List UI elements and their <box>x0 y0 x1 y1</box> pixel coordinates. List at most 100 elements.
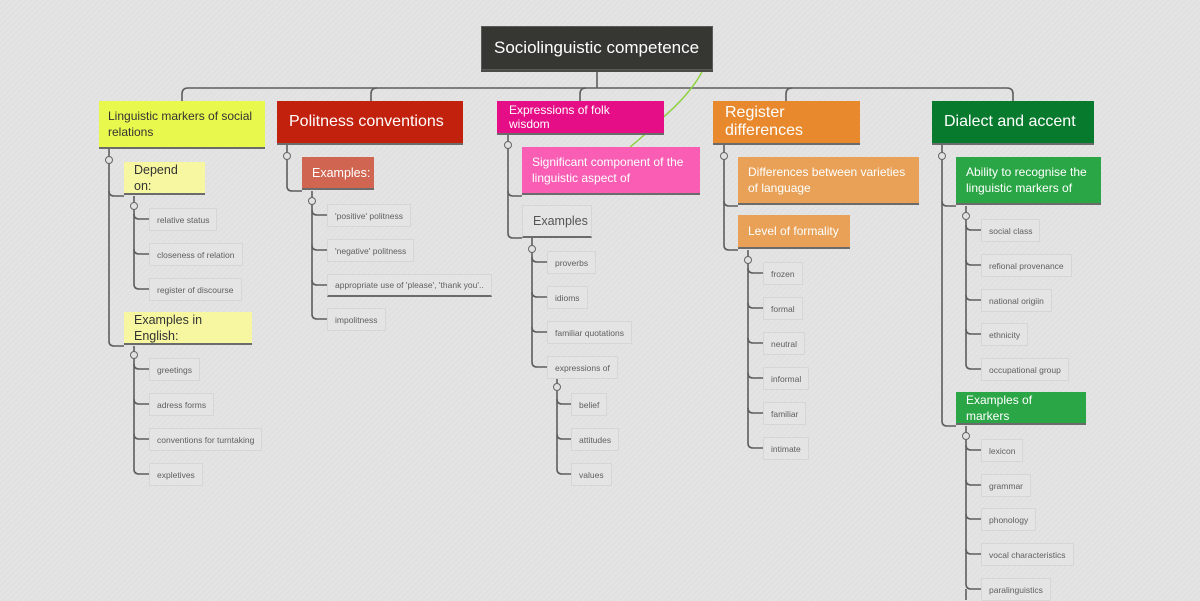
leaf-topic[interactable]: 'negative' politness <box>327 239 415 262</box>
subtopic-differences-varieties[interactable]: Differences between varieties of languag… <box>738 157 919 205</box>
collapse-toggle[interactable] <box>130 202 138 210</box>
topic-folk-wisdom[interactable]: Expressions of folk wisdom <box>497 101 664 135</box>
leaf-topic[interactable]: national origiin <box>981 289 1052 312</box>
leaf-topic[interactable]: informal <box>763 367 810 390</box>
leaf-topic[interactable]: vocal characteristics <box>981 543 1074 566</box>
subtopic-label: Level of formality <box>748 224 839 238</box>
subtopic-depend-on[interactable]: Depend on: <box>124 162 205 195</box>
leaf-label: familiar quotations <box>555 327 624 338</box>
leaf-topic[interactable]: neutral <box>763 332 805 355</box>
leaf-label: occupational group <box>989 364 1061 375</box>
topic-social-relations[interactable]: Linguistic markers of social relations <box>99 101 265 149</box>
topic-politeness-conventions[interactable]: Politness conventions <box>277 101 463 145</box>
leaf-label: expletives <box>157 469 195 480</box>
collapse-toggle[interactable] <box>283 152 291 160</box>
topic-label: Linguistic markers of social relations <box>108 109 253 139</box>
leaf-topic[interactable]: lexicon <box>981 439 1024 462</box>
leaf-topic[interactable]: social class <box>981 219 1041 242</box>
leaf-label: frozen <box>771 268 795 279</box>
leaf-topic[interactable]: expletives <box>149 463 203 486</box>
collapse-toggle[interactable] <box>130 351 138 359</box>
connector-tree <box>965 479 981 486</box>
leaf-topic[interactable]: paralinguistics <box>981 578 1051 601</box>
subtopic-ability-recognise[interactable]: Ability to recognise the linguistic mark… <box>956 157 1101 205</box>
leaf-topic[interactable]: occupational group <box>981 358 1069 381</box>
leaf-topic[interactable]: appropriate use of 'please', 'thank you'… <box>327 274 492 297</box>
leaf-topic[interactable]: intimate <box>763 437 809 460</box>
topic-dialect-accent[interactable]: Dialect and accent <box>932 101 1094 145</box>
connector-tree <box>941 200 956 207</box>
subtopic-significant-component[interactable]: Significant component of the linguistic … <box>522 147 700 195</box>
connector-tree <box>507 135 522 239</box>
root-topic[interactable]: Sociolinguistic competence <box>481 26 713 70</box>
connector-branch <box>785 87 793 101</box>
connector-tree <box>965 294 981 301</box>
connector-tree <box>108 190 124 197</box>
subtopic-examples-markers[interactable]: Examples of markers <box>956 392 1086 425</box>
leaf-topic[interactable]: belief <box>571 393 608 416</box>
collapse-toggle[interactable] <box>938 152 946 160</box>
leaf-label: refional provenance <box>989 260 1064 271</box>
subtopic-examples[interactable]: Examples <box>522 205 592 238</box>
leaf-topic[interactable]: phonology <box>981 508 1037 531</box>
leaf-topic[interactable]: adress forms <box>149 393 215 416</box>
connector-tree <box>531 291 547 298</box>
leaf-label: relative status <box>157 214 210 225</box>
connector-tree <box>133 248 149 255</box>
subtopic-examples[interactable]: Examples: <box>302 157 374 190</box>
topic-label: Register differences <box>725 104 803 139</box>
connector-tree <box>747 267 763 274</box>
collapse-toggle[interactable] <box>720 152 728 160</box>
connector-root-bus <box>181 87 1014 101</box>
subtopic-label: Ability to recognise the linguistic mark… <box>966 165 1087 195</box>
leaf-topic[interactable]: familiar <box>763 402 807 425</box>
collapse-toggle[interactable] <box>528 245 536 253</box>
leaf-topic[interactable]: ethnicity <box>981 323 1029 346</box>
leaf-topic[interactable]: formal <box>763 297 803 320</box>
leaf-topic[interactable]: refional provenance <box>981 254 1072 277</box>
leaf-topic[interactable]: greetings <box>149 358 200 381</box>
leaf-topic[interactable]: expressions of <box>547 356 618 379</box>
topic-register-differences[interactable]: Register differences <box>713 101 860 145</box>
connector-tree <box>747 250 763 449</box>
leaf-label: 'negative' politness <box>335 245 407 256</box>
connector-tree <box>556 398 571 405</box>
leaf-topic[interactable]: values <box>571 463 612 486</box>
leaf-topic[interactable]: idioms <box>547 286 588 309</box>
leaf-label: neutral <box>771 338 797 349</box>
connector-tree <box>507 190 522 197</box>
collapse-toggle[interactable] <box>504 141 512 149</box>
leaf-topic[interactable]: relative status <box>149 208 218 231</box>
leaf-topic[interactable]: frozen <box>763 262 803 285</box>
leaf-topic[interactable]: impolitness <box>327 308 386 331</box>
collapse-toggle[interactable] <box>308 197 316 205</box>
collapse-toggle[interactable] <box>962 212 970 220</box>
connector-tree <box>133 433 149 440</box>
leaf-topic[interactable]: register of discourse <box>149 278 242 301</box>
leaf-topic[interactable]: proverbs <box>547 251 597 274</box>
leaf-topic[interactable]: 'positive' politness <box>327 204 411 227</box>
leaf-topic[interactable]: conventions for turntaking <box>149 428 263 451</box>
subtopic-label: Examples <box>533 214 588 228</box>
subtopic-level-formality[interactable]: Level of formality <box>738 215 850 249</box>
leaf-topic[interactable]: grammar <box>981 474 1032 497</box>
leaf-topic[interactable]: closeness of relation <box>149 243 243 266</box>
leaf-topic[interactable]: attitudes <box>571 428 620 451</box>
connector-tree <box>965 513 981 520</box>
collapse-toggle[interactable] <box>744 256 752 264</box>
subtopic-label: Examples of markers <box>966 392 1033 423</box>
collapse-toggle[interactable] <box>962 432 970 440</box>
collapse-toggle[interactable] <box>105 156 113 164</box>
leaf-topic[interactable]: familiar quotations <box>547 321 632 344</box>
connector-tree <box>133 398 149 405</box>
collapse-toggle[interactable] <box>553 383 561 391</box>
connector-tree <box>311 279 327 286</box>
subtopic-label: Significant component of the linguistic … <box>532 155 684 185</box>
connector-tree <box>965 444 981 451</box>
subtopic-label: Depend on: <box>134 162 178 193</box>
leaf-label: proverbs <box>555 257 589 268</box>
connector-branch <box>579 87 587 101</box>
leaf-label: phonology <box>989 514 1029 525</box>
subtopic-examples-english[interactable]: Examples in English: <box>124 312 252 345</box>
